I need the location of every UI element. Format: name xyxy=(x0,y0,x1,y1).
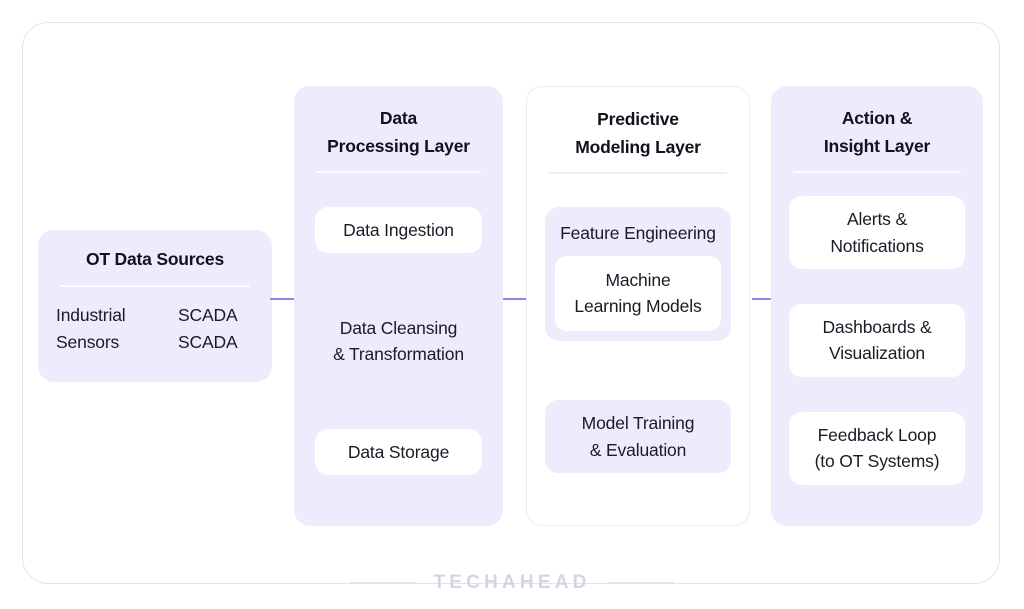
panel-action-items: Alerts & Notifications Dashboards & Visu… xyxy=(771,173,983,526)
panel-modeling-title: Predictive Modeling Layer xyxy=(575,109,701,158)
footer-rule-left xyxy=(350,582,417,584)
panel-processing-divider xyxy=(316,170,481,173)
panel-ot-divider xyxy=(60,285,250,288)
card-data-storage[interactable]: Data Storage xyxy=(315,429,482,476)
panel-processing-items: Data Ingestion Data Cleansing & Transfor… xyxy=(294,173,503,526)
panel-action-divider xyxy=(793,170,961,173)
panel-predictive-modeling-layer: Predictive Modeling Layer Feature Engine… xyxy=(526,86,750,526)
panel-data-processing-layer: Data Processing Layer Data Ingestion Dat… xyxy=(294,86,503,526)
card-dashboards-visualization[interactable]: Dashboards & Visualization xyxy=(789,303,965,377)
footer-watermark: TECHAHEAD xyxy=(0,572,1024,594)
ot-sources-grid: Industrial Sensors SCADA SCADA xyxy=(38,302,272,355)
card-data-cleansing-transformation[interactable]: Data Cleansing & Transformation xyxy=(333,317,464,365)
card-data-ingestion[interactable]: Data Ingestion xyxy=(315,207,482,254)
panel-modeling-items: Feature Engineering Machine Learning Mod… xyxy=(527,174,749,525)
card-feature-engineering-label: Feature Engineering xyxy=(560,223,716,244)
ot-source-left: Industrial Sensors xyxy=(56,305,126,352)
ot-source-right: SCADA SCADA xyxy=(178,305,238,352)
card-machine-learning-models[interactable]: Machine Learning Models xyxy=(555,255,721,331)
panel-ot-data-sources: OT Data Sources Industrial Sensors SCADA… xyxy=(38,230,272,382)
card-feature-engineering[interactable]: Feature Engineering Machine Learning Mod… xyxy=(545,207,731,341)
panel-ot-title: OT Data Sources xyxy=(85,249,225,269)
footer-rule-right xyxy=(607,582,674,584)
panel-modeling-divider xyxy=(549,171,727,174)
panel-action-insight-layer: Action & Insight Layer Alerts & Notifica… xyxy=(771,86,983,526)
panel-action-title: Action & Insight Layer xyxy=(823,108,931,157)
card-model-training-evaluation[interactable]: Model Training & Evaluation xyxy=(545,400,731,474)
footer-brand-text: TECHAHEAD xyxy=(433,572,591,593)
card-feedback-loop[interactable]: Feedback Loop (to OT Systems) xyxy=(789,411,965,485)
panel-processing-title: Data Processing Layer xyxy=(327,108,470,157)
card-alerts-notifications[interactable]: Alerts & Notifications xyxy=(789,195,965,270)
